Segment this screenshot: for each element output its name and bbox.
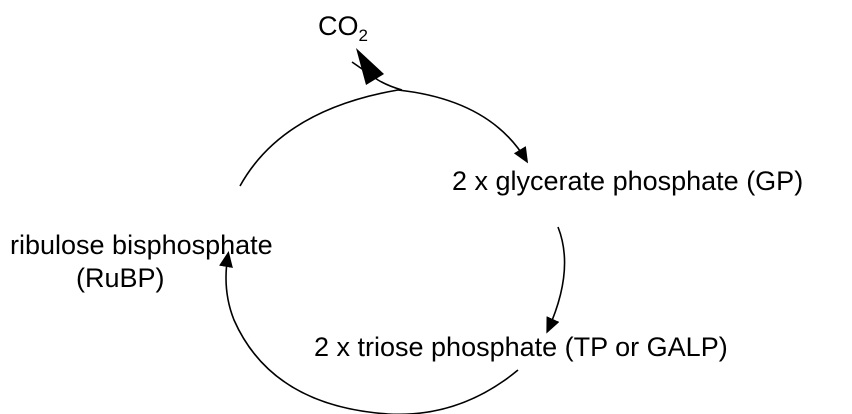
rubp-abbrev-label: (RuBP): [76, 263, 165, 293]
co2-base: CO: [318, 11, 359, 41]
tp-label: ribulose bisphosphate: [10, 230, 273, 260]
triose-phosphate-label: 2 x triose phosphate (TP or GALP): [314, 332, 728, 362]
arc-tp-to-rubp: [219, 251, 519, 414]
arc-gp-to-tp: [546, 226, 566, 334]
co2-label: CO2: [318, 11, 368, 45]
arc-rubp-to-gp: [397, 89, 529, 164]
arc-rubp-upper: [239, 89, 399, 187]
gp-label: 2 x glycerate phosphate (GP): [452, 166, 804, 196]
co2-entry-arrowhead: [356, 48, 384, 85]
co2-subscript: 2: [358, 26, 368, 45]
co2-entry-arrow: [351, 61, 403, 91]
